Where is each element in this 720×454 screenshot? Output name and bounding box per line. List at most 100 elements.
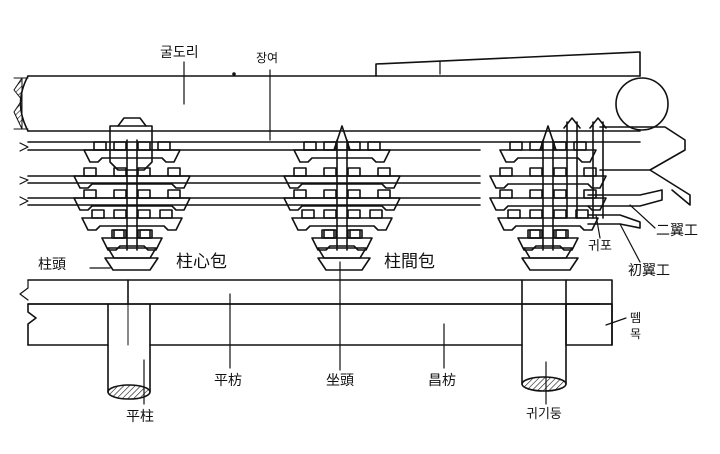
corner-cluster-block <box>507 209 521 219</box>
corner-cluster-arm <box>499 149 597 163</box>
jugan-cluster-block <box>323 167 337 177</box>
jusimpo-cluster-spine <box>126 139 138 251</box>
label-mok: 목 <box>630 327 642 341</box>
jusimpo-cluster-block <box>83 189 97 199</box>
jugan-cluster-arm <box>283 175 401 189</box>
label-pyeongbang: 平枋 <box>214 373 242 389</box>
corner-cluster-block <box>529 141 543 151</box>
jusimpo-cluster-block <box>137 141 151 151</box>
jusimpo-cluster-arm <box>81 217 183 231</box>
corner-cluster-block <box>553 141 567 151</box>
corner-extra-spine <box>589 117 607 219</box>
corner-cluster-block <box>529 229 543 239</box>
label-i-ik-gong: 二翼工 <box>656 223 698 239</box>
corner-cluster-spine <box>542 139 554 251</box>
label-cho-ik-gong: 初翼工 <box>628 263 670 279</box>
label-jangyeo: 장여 <box>256 51 279 65</box>
jusimpo-cluster-block <box>113 141 127 151</box>
corner-projecting-arms <box>587 126 691 229</box>
jusimpo-cluster-block <box>93 141 107 151</box>
corner-cluster-arm <box>489 197 607 211</box>
jugan-cluster-spine <box>336 139 348 251</box>
jusimpo-cluster-block <box>159 209 173 219</box>
jugan-cluster-block <box>301 209 315 219</box>
jugan-cluster-block <box>377 167 391 177</box>
corner-cluster-block <box>529 209 543 219</box>
jusimpo-cluster-block <box>137 209 151 219</box>
corner-extra-spine <box>563 117 581 219</box>
corner-cluster-block <box>555 229 569 239</box>
corner-cluster-arm <box>497 217 599 231</box>
corner-cluster-block <box>499 189 513 199</box>
bracket-clusters <box>73 117 607 259</box>
jusimpo-cluster-arm <box>73 175 191 189</box>
label-ttem: 뗌 <box>630 311 642 325</box>
corner-round-beam <box>615 77 669 131</box>
corner-cluster-block <box>529 167 543 177</box>
jusimpo-cluster-block <box>137 189 151 199</box>
jusimpo-head-top <box>117 117 147 127</box>
jusimpo-cluster-block <box>157 141 171 151</box>
bearing-blocks <box>104 257 579 271</box>
corner-cluster-arm <box>517 237 579 251</box>
jugan-cluster-arm <box>283 197 401 211</box>
corner-cluster-block <box>583 189 597 199</box>
jugan-cluster-block <box>347 209 361 219</box>
corner-cluster-tip <box>539 125 557 151</box>
jusimpo-cluster-block <box>113 167 127 177</box>
corner-cluster-block <box>573 141 587 151</box>
label-jusimpo: 柱心包 <box>176 252 227 272</box>
jugan-cluster-block <box>367 141 381 151</box>
jusimpo-cluster-arm <box>101 237 163 251</box>
label-jugan-po: 柱間包 <box>384 252 435 272</box>
corner-cluster-block <box>529 189 543 199</box>
label-juchu: 柱頭 <box>38 257 66 273</box>
jugan-cluster-block <box>349 229 363 239</box>
label-changbang: 昌枋 <box>428 373 456 389</box>
jugan-cluster-arm <box>293 149 391 163</box>
jusimpo-cluster-arm <box>73 197 191 211</box>
purlin-beam <box>13 51 641 132</box>
corner-cluster-block <box>509 141 523 151</box>
jugan-cluster-block <box>347 167 361 177</box>
corner-cluster-block <box>499 167 513 177</box>
jusimpo-cluster-block <box>91 209 105 219</box>
jusimpo-cluster-block <box>113 189 127 199</box>
jusimpo-head <box>109 125 153 171</box>
jugan-cluster-arm <box>311 237 373 251</box>
jugan-cluster-block <box>323 189 337 199</box>
label-gwipo: 귀포 <box>588 239 612 254</box>
corner-cluster-block <box>553 167 567 177</box>
jugan-cluster-block <box>347 189 361 199</box>
corner-cluster-block <box>575 209 589 219</box>
jusimpo-cluster-block <box>83 167 97 177</box>
horizontal-rails <box>19 141 641 206</box>
jusimpo-cluster-block <box>113 229 127 239</box>
leader-lines <box>89 61 656 405</box>
label-gul-dori: 굴도리 <box>160 45 199 61</box>
corner-cluster-block <box>583 167 597 177</box>
jugan-cluster-block <box>323 229 337 239</box>
jugan-cluster-block <box>323 141 337 151</box>
posts <box>107 303 567 400</box>
jusimpo-cluster-arm <box>83 149 181 163</box>
label-pyeongju: 平柱 <box>126 409 154 425</box>
jugan-cluster-block <box>377 189 391 199</box>
jugan-cluster-arm <box>291 217 393 231</box>
jugan-cluster-block <box>293 189 307 199</box>
jugan-cluster-block <box>323 209 337 219</box>
corner-cluster-arm <box>489 175 607 189</box>
label-gwigidung: 귀기둥 <box>526 407 562 422</box>
corner-cluster-block <box>553 189 567 199</box>
jugan-cluster-block <box>303 141 317 151</box>
jusimpo-cluster-block <box>167 189 181 199</box>
label-jwadu: 坐頭 <box>326 373 354 389</box>
corner-cluster-block <box>553 209 567 219</box>
jusimpo-cluster-block <box>167 167 181 177</box>
jusimpo-cluster-block <box>113 209 127 219</box>
jugan-cluster-block <box>369 209 383 219</box>
jugan-cluster-block <box>293 167 307 177</box>
jusimpo-cluster-block <box>139 229 153 239</box>
